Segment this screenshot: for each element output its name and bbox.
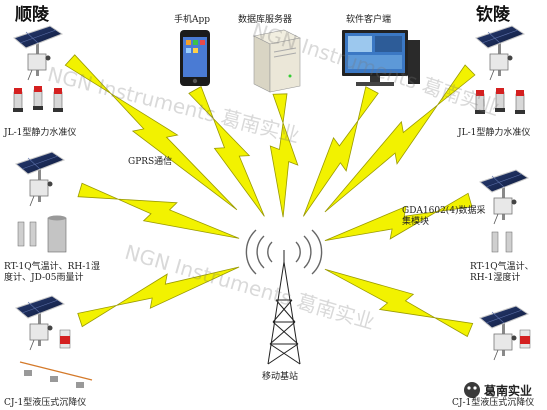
module-label: GDA1602(4)数据采集模块: [402, 206, 486, 227]
lightning-bolt-client: [303, 86, 379, 217]
left-level-gauge-3: [52, 87, 64, 113]
left-sensors-label: RT-1Q气温计、RH-1湿度计、JD-05雨量计: [4, 262, 100, 283]
lightning-bolt-right-bottom: [324, 268, 474, 338]
lightning-bolt-server: [269, 93, 299, 218]
app-label: 手机App: [174, 15, 211, 25]
right-level-label: JL-1型静力水准仪: [458, 128, 531, 138]
left-level-label: JL-1型静力水准仪: [4, 128, 77, 138]
right-level-gauge-1: [474, 89, 486, 115]
left-solar-unit-middle: [15, 151, 65, 207]
lightning-bolt-right-top: [324, 64, 476, 213]
right-level-gauge-3: [514, 89, 526, 115]
tower-icon: [267, 250, 301, 365]
right-solar-unit-middle: [479, 169, 529, 225]
gprs-label: GPRS通信: [128, 157, 173, 167]
right-sensors-label: RT-1Q气温计、RH-1湿度计: [470, 262, 534, 283]
lightning-bolt-right-middle: [324, 192, 473, 241]
wireless-link-bolts: [64, 54, 476, 338]
db-server-label: 数据库服务器: [238, 15, 293, 25]
right-solar-unit-top: [475, 25, 525, 81]
right-level-gauge-2: [494, 87, 506, 113]
lightning-bolt-left-top: [64, 54, 238, 211]
left-settlement-label: CJ-1型液压式沉降仪: [4, 398, 87, 408]
computer-icon: [342, 30, 420, 86]
lightning-bolt-left-middle: [77, 182, 240, 239]
phone-icon: [180, 30, 210, 86]
left-solar-unit-bottom: [15, 295, 65, 351]
left-level-gauge-1: [12, 87, 24, 113]
left-sensor-tubes: [17, 215, 67, 253]
left-site-title: 顺陵: [15, 5, 49, 25]
right-sensor-tubes: [491, 231, 513, 253]
lightning-bolt-left-bottom: [77, 266, 240, 328]
right-settlement-label: CJ-1型液压式沉降仪: [452, 398, 535, 408]
badge-icon: [464, 382, 480, 398]
right-site-title: 钦陵: [476, 5, 510, 25]
server-icon: [253, 29, 301, 93]
left-solar-unit-top: [13, 25, 63, 81]
left-settlement-gauges: [19, 329, 93, 388]
left-level-gauge-2: [32, 85, 44, 111]
right-settlement-gauge: [519, 329, 531, 349]
client-label: 软件客户端: [346, 15, 392, 25]
signal-waves-icon: [245, 229, 323, 275]
brand-badge: 葛南实业: [484, 384, 533, 398]
base-station-label: 移动基站: [262, 372, 299, 382]
lightning-bolt-app: [188, 86, 265, 217]
